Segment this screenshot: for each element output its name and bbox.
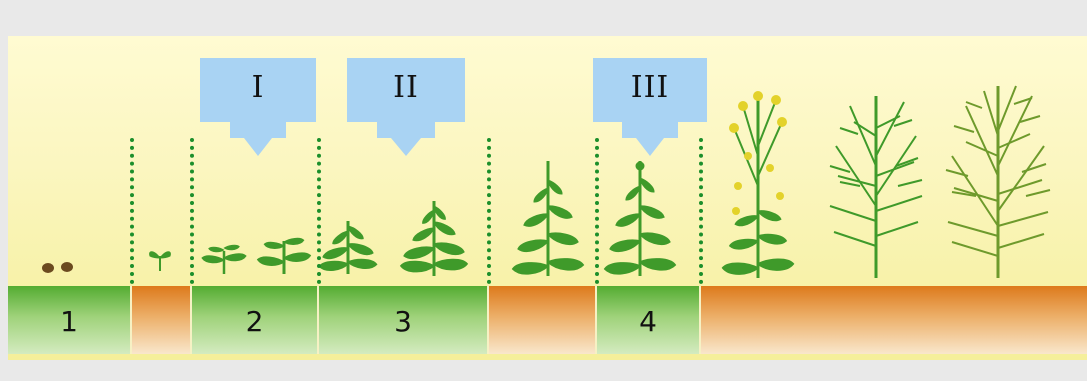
treatment-arrow: III (593, 58, 707, 158)
stage-divider (130, 138, 134, 284)
treatment-label: I (251, 70, 265, 105)
growth-stages-diagram: I II III 1 2 3 4 (8, 36, 1087, 360)
down-arrow-icon (200, 58, 316, 156)
stage-divider (317, 138, 321, 284)
stage-number: 3 (394, 305, 412, 338)
plant-illustrations (42, 85, 1051, 278)
rosette-plant (399, 201, 469, 276)
stage-segment: 3 (319, 286, 489, 354)
seedling-plant (257, 237, 311, 274)
stage-number: 1 (60, 305, 78, 338)
treatment-label: III (630, 70, 670, 105)
down-arrow-icon (593, 58, 707, 156)
stage-segment (489, 286, 597, 354)
elongation-plant (603, 161, 677, 278)
seedling-plant (201, 244, 247, 274)
sprout-plant (149, 251, 171, 271)
stage-number: 2 (245, 305, 264, 338)
stage-divider (595, 138, 599, 284)
stage-divider (190, 138, 194, 284)
stage-segment: 1 (8, 286, 132, 354)
stage-divider (699, 138, 703, 284)
stage-number: 4 (639, 305, 657, 338)
treatment-arrow: II (347, 58, 465, 158)
stage-segment: 2 (192, 286, 319, 354)
stage-divider (487, 138, 491, 284)
elongation-plant (511, 161, 585, 278)
stage-segment: 4 (597, 286, 701, 354)
stage-segment (132, 286, 192, 354)
treatment-label: II (393, 70, 419, 105)
mature-plant (945, 85, 1051, 278)
flowering-plant (721, 91, 795, 278)
seeds (42, 262, 73, 273)
treatment-arrow: I (200, 58, 316, 158)
stage-segment (701, 286, 1087, 354)
rosette-plant (318, 221, 378, 274)
podding-plant (829, 96, 923, 278)
down-arrow-icon (347, 58, 465, 156)
